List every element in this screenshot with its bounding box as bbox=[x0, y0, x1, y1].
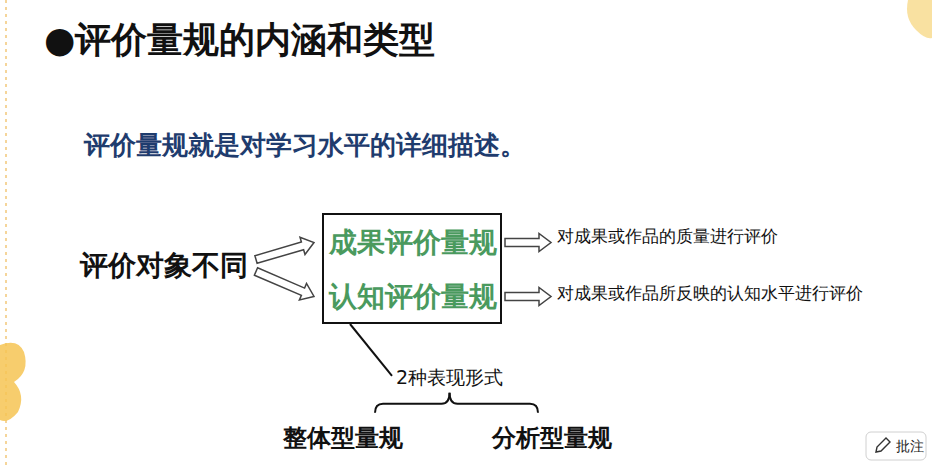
bracket-line bbox=[450, 393, 538, 413]
yellow-leaf bbox=[0, 343, 26, 421]
hollow-arrow bbox=[254, 268, 314, 300]
description-text: 对成果或作品的质量进行评价 bbox=[557, 226, 778, 247]
criterion-text-text: 评价对象不同 bbox=[80, 248, 248, 283]
rubric-type-text: 成果评价量规 bbox=[329, 225, 497, 260]
hollow-arrow bbox=[255, 237, 314, 263]
rubric-form-text: 分析型量规 bbox=[492, 423, 612, 453]
comment-button-label: 批注 bbox=[896, 438, 924, 456]
description-text-text: 对成果或作品所反映的认知水平进行评价 bbox=[557, 283, 863, 304]
hollow-arrow bbox=[505, 234, 551, 252]
rubric-form: 分析型量规 bbox=[492, 423, 612, 453]
pencil-icon bbox=[876, 438, 890, 452]
bracket-line bbox=[375, 393, 450, 413]
comment-button bbox=[866, 432, 926, 460]
rubric-type: 成果评价量规 bbox=[329, 225, 497, 260]
definition-subtitle: 评价量规就是对学习水平的详细描述。 bbox=[84, 128, 526, 163]
criterion-text: 评价对象不同 bbox=[80, 248, 248, 283]
rubric-type: 认知评价量规 bbox=[329, 279, 497, 314]
rubric-form-text: 整体型量规 bbox=[283, 423, 403, 453]
slide-title: ●评价量规的内涵和类型 bbox=[44, 16, 435, 65]
hollow-arrow bbox=[505, 288, 551, 306]
form-label-text: 2种表现形式 bbox=[396, 366, 503, 390]
rubric-form: 整体型量规 bbox=[283, 423, 403, 453]
bracket-line bbox=[350, 324, 392, 376]
form-label: 2种表现形式 bbox=[396, 366, 503, 390]
description-text: 对成果或作品所反映的认知水平进行评价 bbox=[557, 283, 863, 304]
rubric-type-text: 认知评价量规 bbox=[329, 279, 497, 314]
description-text-text: 对成果或作品的质量进行评价 bbox=[557, 226, 778, 247]
yellow-corner bbox=[907, 0, 932, 38]
rubric-box: 成果评价量规认知评价量规 bbox=[322, 213, 502, 324]
